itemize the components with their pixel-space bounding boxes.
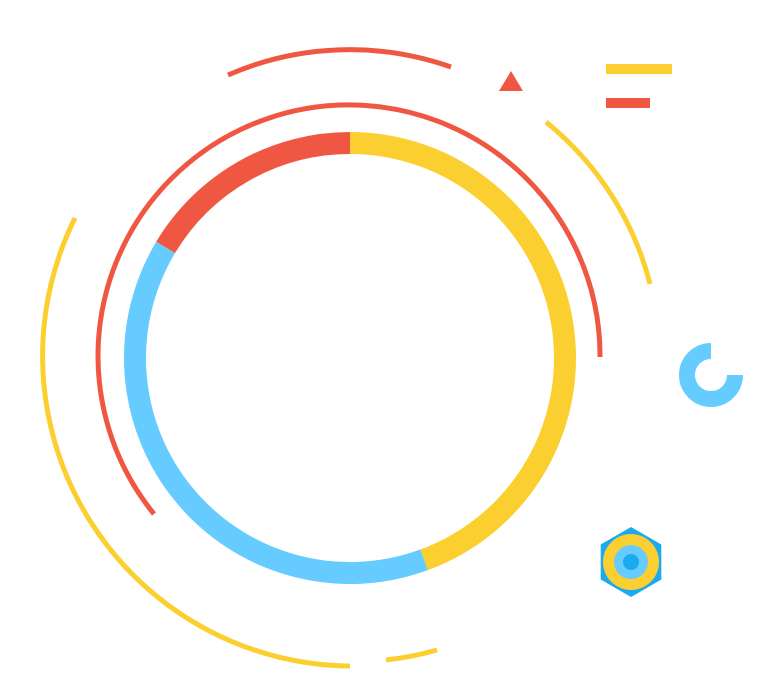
yellow-segment (349, 132, 576, 571)
gear-icon (600, 527, 662, 597)
outer-yellow-arc-right (544, 120, 653, 285)
blue-segment (124, 241, 428, 584)
outer-yellow-dash (385, 647, 438, 663)
middle-red-arc (95, 102, 603, 516)
donut-ring (124, 132, 576, 584)
ring-arc-icon (679, 343, 743, 407)
red-segment (156, 132, 351, 254)
outer-yellow-arc (40, 216, 351, 669)
outer-red-arc-top (227, 47, 452, 78)
triangle-icon (499, 71, 523, 91)
menu-lines-icon (606, 64, 672, 108)
